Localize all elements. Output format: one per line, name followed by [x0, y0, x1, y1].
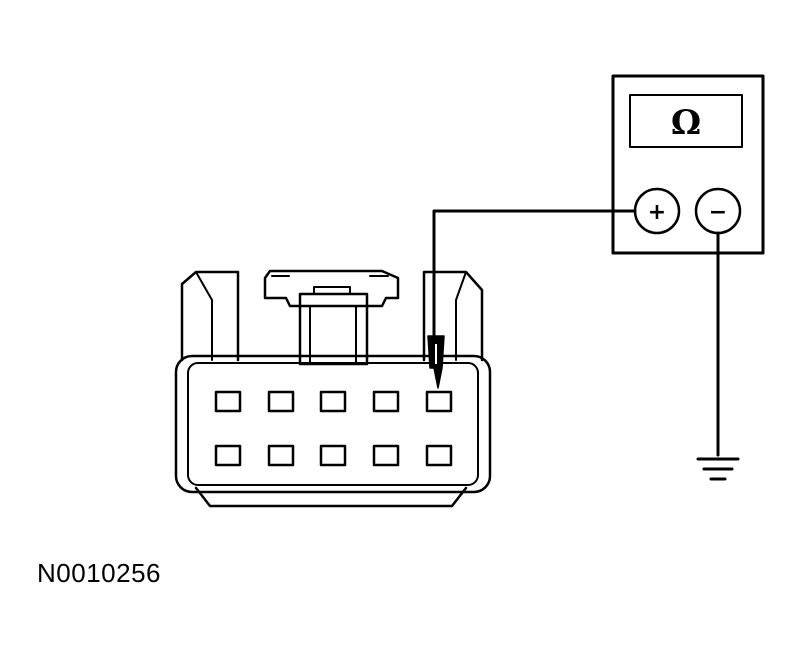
connector-pin [267, 444, 295, 467]
figure-id: N0010256 [37, 558, 161, 588]
connector-pin [319, 390, 347, 413]
connector-pin [372, 390, 400, 413]
negative-terminal-label: − [709, 200, 727, 225]
meter-display [629, 94, 743, 148]
probe-tip-icon [427, 335, 445, 389]
positive-terminal-label: + [648, 200, 666, 225]
ohm-symbol: Ω [671, 103, 701, 143]
connector-pin [214, 444, 242, 467]
connector-pin [214, 390, 242, 413]
ground-icon [696, 457, 740, 481]
positive-test-lead [432, 209, 637, 342]
ohmmeter: Ω + − [611, 74, 765, 255]
connector-pin [425, 444, 453, 467]
electrical-connector [174, 269, 492, 508]
connector-pin [267, 390, 295, 413]
connector-pin [372, 444, 400, 467]
connector-pin-probed [425, 390, 453, 413]
connector-pin [319, 444, 347, 467]
